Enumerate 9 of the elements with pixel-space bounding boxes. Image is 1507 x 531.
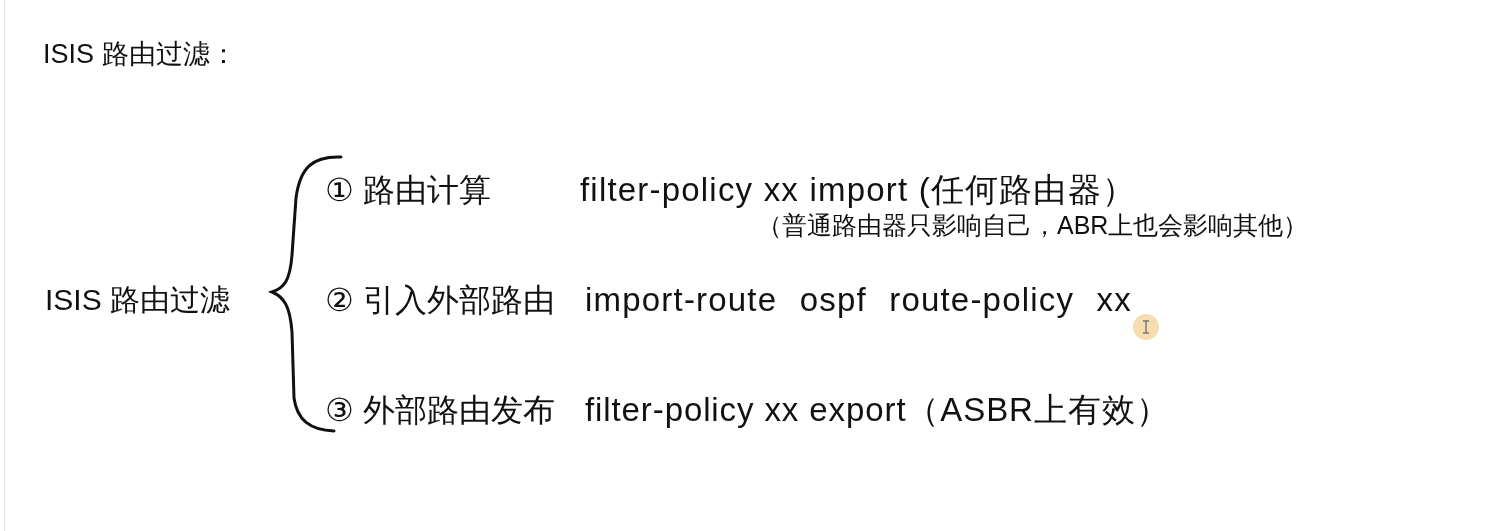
command-text: filter-policy xx import (任何路由器） bbox=[580, 171, 1137, 209]
diagram-title: ISIS 路由过滤： bbox=[43, 39, 237, 71]
root-label: ISIS 路由过滤 bbox=[45, 283, 231, 318]
item-label: ③ 外部路由发布 bbox=[325, 392, 555, 429]
command-text: import-route ospf route-policy xx bbox=[585, 281, 1132, 319]
command-text: filter-policy xx export（ASBR上有效） bbox=[585, 391, 1170, 429]
item-label: ① 路由计算 bbox=[325, 172, 491, 209]
item-label: ② 引入外部路由 bbox=[325, 282, 555, 319]
note-text: （普通路由器只影响自己，ABR上也会影响其他） bbox=[757, 211, 1309, 240]
